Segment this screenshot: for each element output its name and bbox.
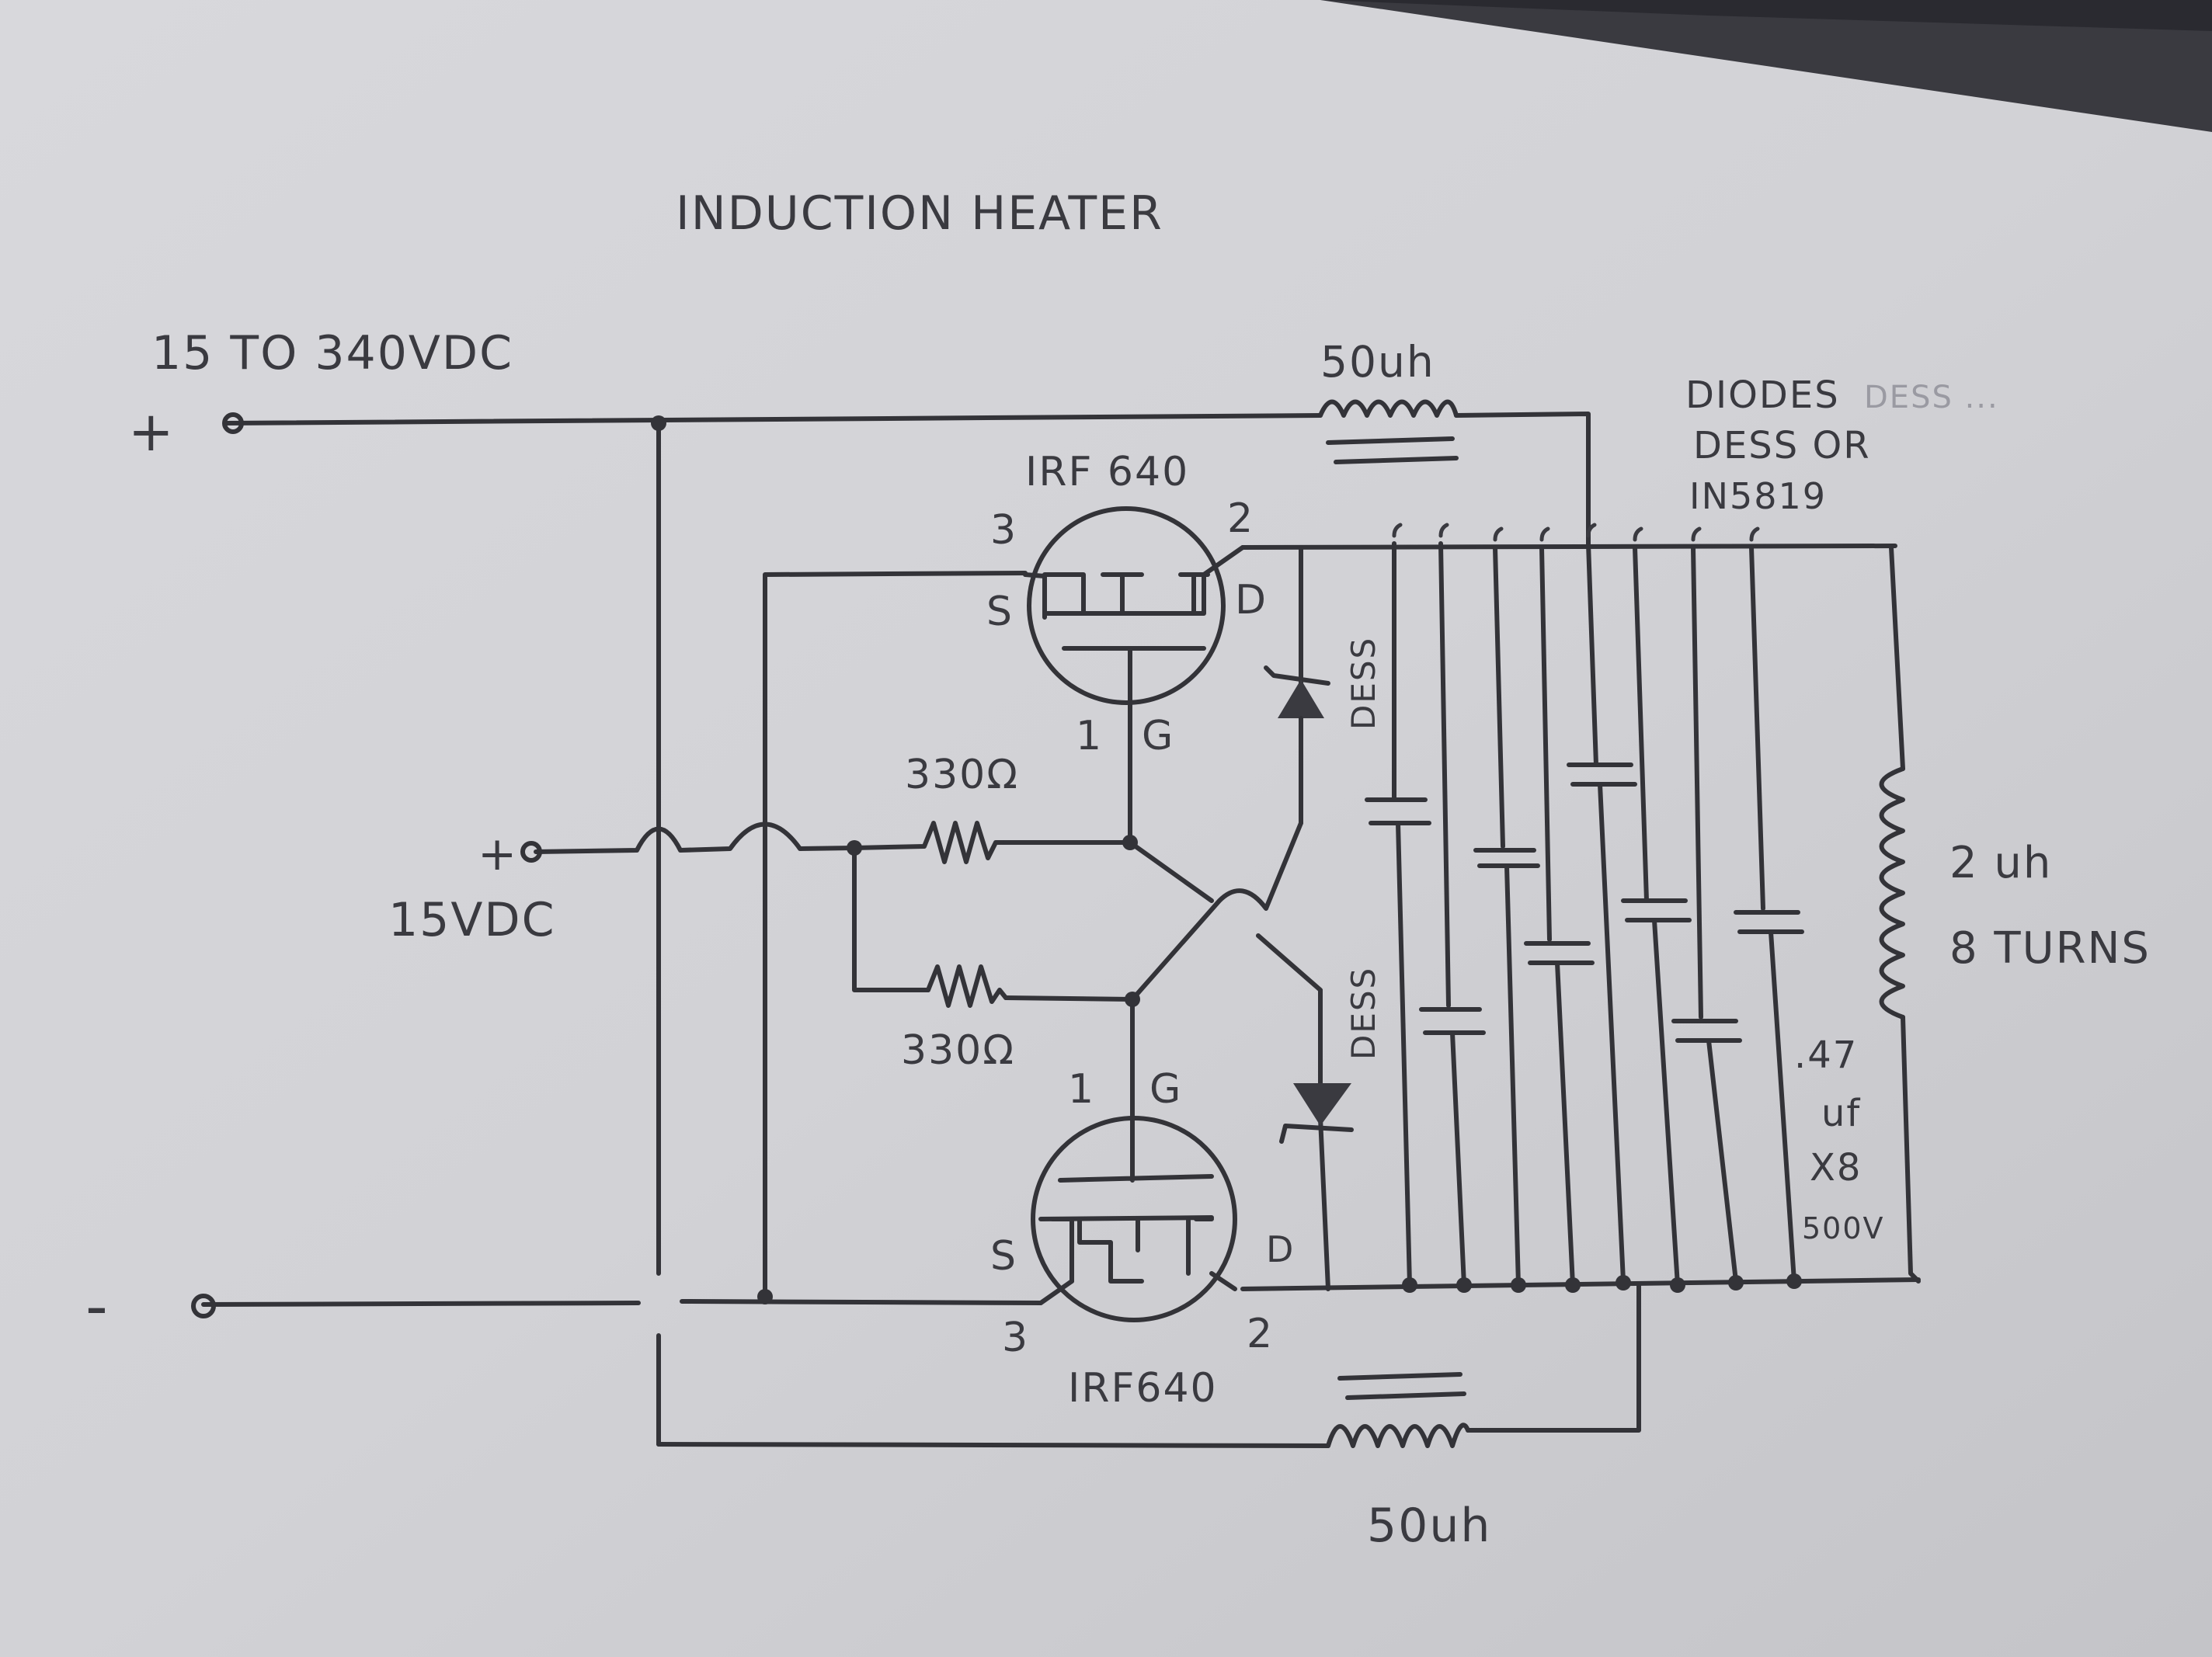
gate-supply-plus: +: [478, 827, 518, 881]
resistor-branch: [852, 846, 930, 992]
supply-minus-sign: -: [85, 1270, 110, 1343]
cross-link-b: [1130, 545, 1303, 1002]
capacitor-bank: [1365, 541, 1804, 1287]
resistor-bottom: [926, 964, 1008, 1008]
positive-rail-right: [1454, 412, 1591, 546]
diode-note-line1: DIODES: [1685, 373, 1840, 417]
mosfet-bottom-gate: G: [1149, 1066, 1182, 1113]
mosfet-top-pin-g-number: 1: [1076, 713, 1103, 759]
positive-rail: [223, 413, 1323, 426]
diode-top: [1264, 665, 1330, 825]
capacitor-voltage: 500V: [1802, 1211, 1885, 1245]
drain-rail-top: [1240, 544, 1897, 550]
diode-note-line2: DESS OR: [1693, 424, 1871, 467]
resistor-top: [852, 821, 1004, 864]
resistor-top-label: 330Ω: [905, 752, 1019, 798]
terminals: [191, 412, 1760, 1318]
source-bus: [763, 571, 1028, 1299]
diode-bottom-lead: [1318, 1116, 1330, 1291]
mosfet-top-part: IRF 640: [1025, 449, 1189, 495]
drain-rail-bottom: [1240, 1277, 1921, 1291]
supply-voltage-label: 15 TO 340VDC: [151, 326, 513, 380]
work-coil: [1879, 766, 1905, 1020]
junction-dots: [651, 415, 1802, 1304]
terminal-negative: [191, 1294, 216, 1318]
coil-leads: [1889, 545, 1921, 1284]
mosfet-bottom-pin-g-number: 1: [1068, 1066, 1095, 1113]
diode-note-line3: IN5819: [1689, 475, 1827, 517]
negative-rail: [201, 1299, 1043, 1307]
wires: [201, 412, 1921, 1448]
resistor-bottom-label: 330Ω: [901, 1027, 1015, 1074]
gate-supply-feed: [534, 822, 857, 854]
mosfet-top-source: S: [986, 589, 1014, 635]
work-coil-inductance: 2 uh: [1949, 838, 2052, 888]
capacitor-count: X8: [1810, 1146, 1862, 1190]
mosfet-bottom-pin-d-number: 2: [1247, 1311, 1274, 1357]
capacitor-value: .47: [1794, 1033, 1858, 1077]
inductor-top: [1318, 399, 1459, 464]
mosfet-bottom-part: IRF640: [1068, 1365, 1218, 1412]
background-corner: [1320, 0, 2212, 132]
mosfet-bottom-pin-s-number: 3: [1002, 1315, 1029, 1361]
mosfet-top-drain: D: [1235, 577, 1268, 624]
bottom-return-right: [1466, 1283, 1641, 1433]
terminal-positive: [222, 412, 244, 434]
diode-bottom-label: DESS: [1344, 967, 1382, 1060]
supply-plus-sign: +: [128, 400, 176, 464]
diode-top-label: DESS: [1344, 637, 1382, 730]
bottom-return-left: [656, 1442, 1330, 1448]
mosfet-top: [1023, 506, 1245, 705]
mosfet-top-gate: G: [1142, 713, 1174, 759]
gate-supply-label: 15VDC: [388, 893, 556, 947]
diode-note-faint: DESS ...: [1864, 380, 1999, 415]
diode-bottom: [1279, 1083, 1354, 1144]
mosfet-bottom-drain: D: [1266, 1228, 1295, 1270]
capacitor-unit: uf: [1821, 1092, 1861, 1135]
mosfet-bottom: [1031, 1116, 1237, 1322]
terminal-gate-supply: [520, 841, 542, 863]
work-coil-turns: 8 TURNS: [1949, 923, 2151, 974]
inductor-top-label: 50uh: [1320, 337, 1435, 387]
inductor-bottom-label: 50uh: [1367, 1499, 1491, 1553]
cross-link-a: [1128, 840, 1323, 1105]
mosfet-top-pin-d-number: 2: [1227, 495, 1254, 542]
mosfet-top-pin-s-number: 3: [990, 507, 1017, 554]
diagram-title: INDUCTION HEATER: [676, 186, 1163, 241]
mosfet-bottom-source: S: [990, 1233, 1017, 1280]
inductor-bottom: [1326, 1372, 1470, 1448]
